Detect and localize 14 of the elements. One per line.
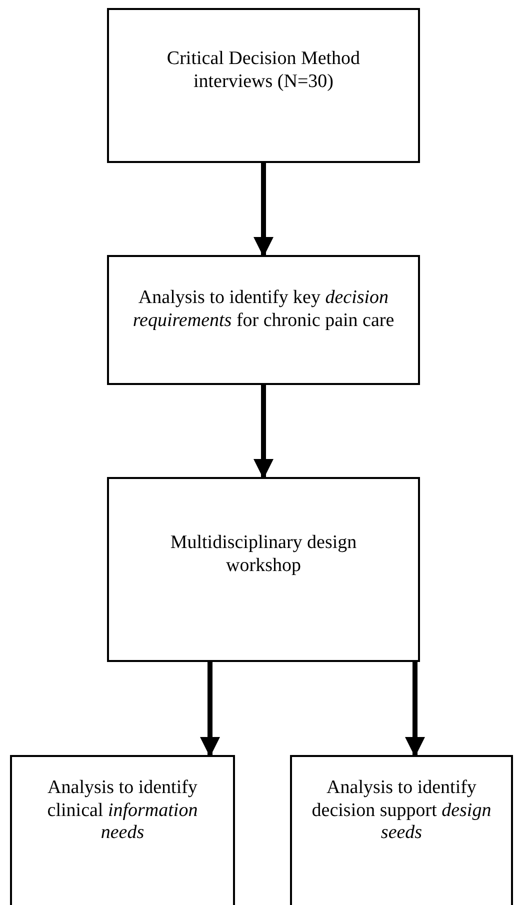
process-box [290, 755, 513, 905]
arrow [200, 662, 220, 757]
box-text: Analysis to identify decision support design seeds [310, 776, 492, 846]
process-box [107, 255, 420, 385]
arrow [254, 163, 274, 257]
arrow [254, 385, 274, 479]
box-text: Critical Decision Method interviews (N=30) [166, 48, 362, 94]
process-box [10, 755, 235, 905]
process-box [107, 477, 420, 662]
box-text: Multidisciplinary design workshop [169, 532, 358, 578]
arrow [405, 662, 425, 757]
box-text: Analysis to identify clinical information needs [46, 776, 199, 846]
process-box [107, 8, 420, 163]
box-text: Analysis to identify key decision requirements for chronic pain care [132, 287, 396, 333]
